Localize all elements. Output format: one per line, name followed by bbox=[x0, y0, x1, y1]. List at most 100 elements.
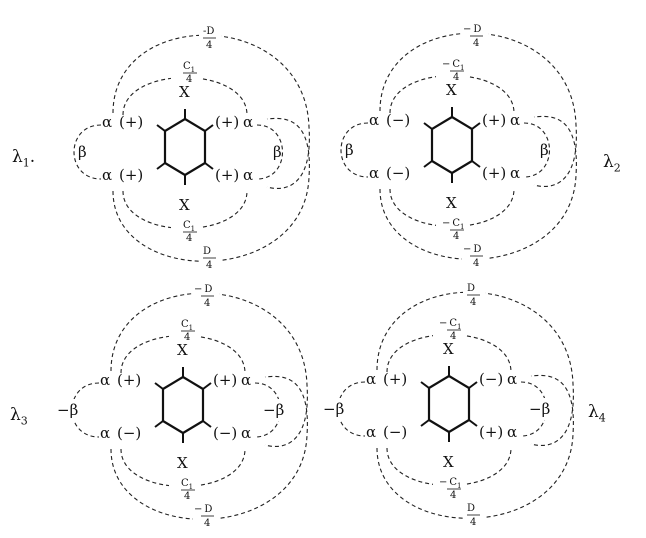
bond-ll bbox=[423, 160, 433, 168]
diagram-panel-2: X X α (−) (+) α α (−) (+) α β β −C1 4 −C… bbox=[340, 20, 577, 269]
alpha-ur: α bbox=[243, 113, 253, 131]
sign-ll: (−) bbox=[117, 424, 141, 442]
diagram-panel-3: X X α (+) (+) α α (−) (−) α −β −β C1 4 C… bbox=[55, 280, 308, 529]
beta-left: −β bbox=[323, 400, 344, 418]
alpha-ll: α bbox=[369, 164, 379, 182]
c-bot-mask bbox=[436, 215, 468, 241]
c-top-mask bbox=[433, 314, 465, 340]
d-arc-top bbox=[379, 32, 577, 188]
alpha-ul: α bbox=[369, 111, 379, 129]
c-top-num: C1 bbox=[181, 319, 193, 332]
beta-right-mask bbox=[263, 399, 293, 421]
sign-ul: (−) bbox=[386, 111, 410, 129]
c-bot-mask bbox=[169, 475, 199, 501]
lambda-label-1: λ1. bbox=[12, 147, 36, 170]
beta-arc-right bbox=[256, 124, 284, 180]
bond-ul bbox=[423, 122, 433, 130]
benzene-ring bbox=[430, 115, 474, 175]
benzene-ring bbox=[161, 375, 205, 435]
alpha-ul: α bbox=[366, 370, 376, 388]
bond-ur bbox=[204, 124, 214, 132]
d-arc-bottom bbox=[379, 115, 577, 260]
sign-ur: (+) bbox=[213, 371, 237, 389]
sign-ur: (+) bbox=[215, 113, 239, 131]
d-arc-top bbox=[110, 292, 308, 448]
beta-left: −β bbox=[57, 401, 78, 419]
sign-ll: (−) bbox=[383, 423, 407, 441]
d-bot-den: 4 bbox=[473, 258, 479, 269]
beta-right: β bbox=[273, 143, 282, 161]
d-top-num: −D bbox=[194, 284, 212, 295]
sign-lr: (+) bbox=[479, 423, 503, 441]
d-top-mask bbox=[463, 279, 485, 307]
beta-right: −β bbox=[263, 401, 284, 419]
substituent-top: X bbox=[443, 340, 454, 358]
alpha-ur: α bbox=[241, 371, 251, 389]
lambda-label-4: λ4 bbox=[588, 402, 606, 425]
d-arc-bottom bbox=[376, 374, 574, 519]
benzene-ring bbox=[163, 117, 207, 177]
diagram-panel-1: X X α (+) (+) α α (+) (+) α β β C1 4 C1 … bbox=[73, 22, 310, 271]
beta-right: β bbox=[540, 141, 549, 159]
beta-left-mask bbox=[321, 398, 351, 420]
d-bot-den: 4 bbox=[204, 518, 210, 529]
c-top-mask bbox=[436, 55, 468, 81]
alpha-ll: α bbox=[100, 424, 110, 442]
c-top-den: 4 bbox=[453, 72, 459, 83]
c-bot-den: 4 bbox=[186, 233, 192, 244]
d-bot-den: 4 bbox=[206, 260, 212, 271]
c-bot-mask bbox=[171, 217, 201, 243]
d-bot-mask bbox=[193, 501, 219, 529]
benzene-ring bbox=[427, 374, 471, 434]
sign-ur: (−) bbox=[479, 370, 503, 388]
alpha-lr: α bbox=[507, 423, 517, 441]
sign-ul: (+) bbox=[117, 371, 141, 389]
substituent-top: X bbox=[446, 81, 457, 99]
c-top-num: −C1 bbox=[439, 318, 462, 331]
alpha-lr: α bbox=[243, 166, 253, 184]
beta-arc-left bbox=[73, 124, 102, 180]
substituent-bottom: X bbox=[179, 196, 190, 214]
alpha-ur: α bbox=[510, 111, 520, 129]
sign-ul: (+) bbox=[383, 370, 407, 388]
alpha-lr: α bbox=[241, 424, 251, 442]
c-top-mask bbox=[171, 57, 201, 83]
beta-arc-right bbox=[520, 381, 548, 437]
bond-lr bbox=[471, 160, 481, 168]
c-bot-den: 4 bbox=[453, 231, 459, 242]
d-top-num: D bbox=[467, 283, 475, 294]
bond-ur bbox=[468, 381, 478, 389]
c-top-num: C1 bbox=[183, 61, 195, 74]
d-bot-den: 4 bbox=[470, 517, 476, 528]
bond-lr bbox=[468, 419, 478, 427]
d-bot-mask bbox=[463, 500, 485, 528]
bond-ll bbox=[156, 162, 166, 170]
bond-ur bbox=[202, 382, 212, 390]
bond-ul bbox=[156, 124, 166, 132]
c-top-num: −C1 bbox=[442, 59, 465, 72]
beta-right-mask bbox=[529, 398, 559, 420]
d-top-den: 4 bbox=[204, 298, 210, 309]
d-bot-mask bbox=[199, 243, 221, 271]
sign-lr: (+) bbox=[215, 166, 239, 184]
d-bot-num: D bbox=[467, 503, 475, 514]
beta-left: β bbox=[345, 141, 354, 159]
d-top-mask bbox=[462, 20, 488, 48]
alpha-ul: α bbox=[102, 113, 112, 131]
c-bot-num: −C1 bbox=[439, 477, 462, 490]
beta-arc-right bbox=[523, 122, 551, 178]
d-bot-num: −D bbox=[194, 504, 212, 515]
d-top-num: -D bbox=[203, 26, 214, 37]
sign-ll: (−) bbox=[386, 164, 410, 182]
alpha-lr: α bbox=[510, 164, 520, 182]
d-arc-bottom bbox=[112, 117, 310, 262]
alpha-ur: α bbox=[507, 370, 517, 388]
d-bot-num: −D bbox=[463, 244, 481, 255]
bond-lr bbox=[202, 420, 212, 428]
beta-arc-right bbox=[254, 382, 282, 438]
sign-lr: (−) bbox=[213, 424, 237, 442]
c-top-den: 4 bbox=[184, 332, 190, 343]
d-top-den: 4 bbox=[473, 38, 479, 49]
d-top-den: 4 bbox=[470, 297, 476, 308]
